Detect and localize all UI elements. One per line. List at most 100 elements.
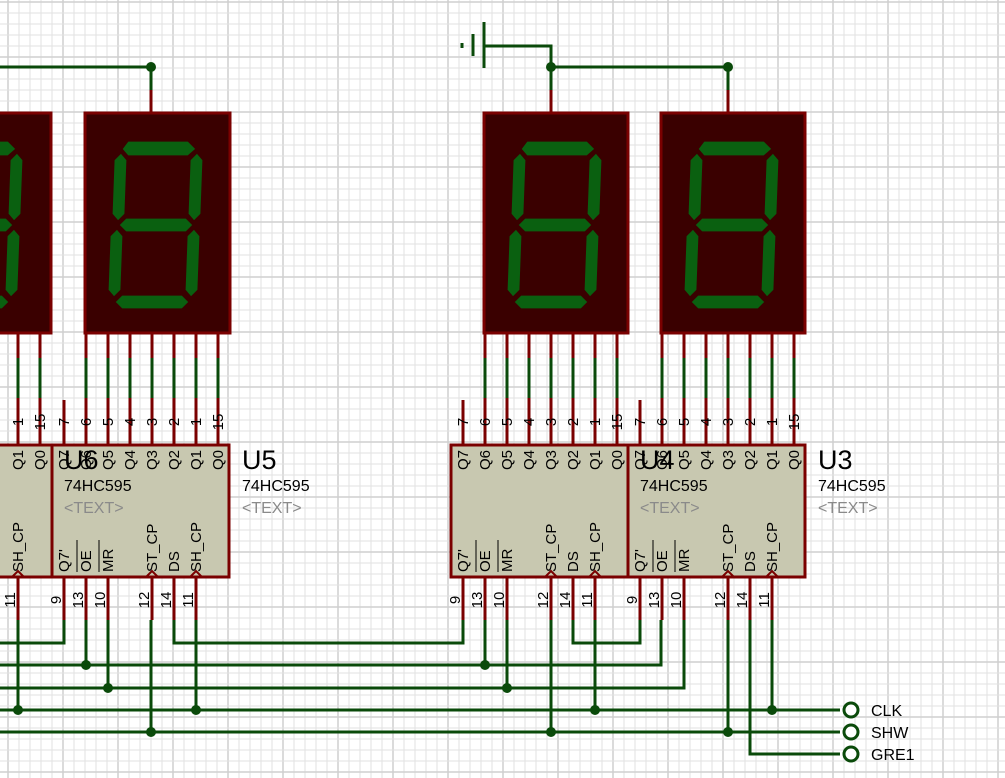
pin-name: Q0 xyxy=(786,450,803,470)
segment-c xyxy=(184,228,201,298)
junction-dot xyxy=(546,62,556,72)
junction-dot xyxy=(103,683,113,693)
pin-number: 13 xyxy=(646,592,663,609)
terminal-circle-icon[interactable] xyxy=(842,701,860,719)
pin-number: 10 xyxy=(92,592,109,609)
junction-dot xyxy=(767,705,777,715)
terminal-circle-icon[interactable] xyxy=(842,745,860,763)
junction-dot xyxy=(191,705,201,715)
pin-number: 14 xyxy=(158,592,175,609)
segment-a xyxy=(121,140,197,157)
clock-edge-icon xyxy=(145,569,159,578)
pin-name: Q3 xyxy=(720,450,737,470)
chip-body xyxy=(449,443,630,579)
pin-name: DS xyxy=(565,551,582,572)
pin-name: Q1 xyxy=(188,450,205,470)
pin-name: SH_CP xyxy=(188,522,205,572)
pin-name: MR xyxy=(100,549,117,572)
chip-part: 74HC595 xyxy=(818,478,886,495)
pin-name: Q6 xyxy=(78,450,95,470)
pin-number: 3 xyxy=(144,418,161,426)
pin-name: ST_CP xyxy=(543,524,560,572)
pin-name: Q5 xyxy=(499,450,516,470)
pin-name: SH_CP xyxy=(587,522,604,572)
pin-number: 9 xyxy=(447,596,464,604)
pin-number: 10 xyxy=(668,592,685,609)
pin-number: 1 xyxy=(764,418,781,426)
chip-body xyxy=(50,443,231,579)
pin-name: Q1 xyxy=(10,450,27,470)
pin-name: Q7' xyxy=(56,549,73,572)
pin-name: ST_CP xyxy=(144,524,161,572)
junction-dot xyxy=(81,660,91,670)
pin-number: 1 xyxy=(188,418,205,426)
pin-number: 4 xyxy=(122,418,139,426)
pin-number: 14 xyxy=(557,592,574,609)
pin-number: 5 xyxy=(100,418,117,426)
segment-a xyxy=(0,140,17,157)
pin-name: Q4 xyxy=(698,450,715,470)
pin-number: 15 xyxy=(210,414,227,431)
junction-dot xyxy=(146,727,156,737)
segment-c xyxy=(583,228,600,298)
terminal-shw[interactable]: SHW xyxy=(842,723,909,742)
pin-number: 5 xyxy=(676,418,693,426)
pin-number: 11 xyxy=(756,592,773,608)
seven-segment-display xyxy=(83,90,232,445)
pin-name: Q6 xyxy=(477,450,494,470)
pin-name: OE xyxy=(477,550,494,572)
pin-name: ST_CP xyxy=(720,524,737,572)
seven-segment-display xyxy=(482,90,630,445)
pin-number: 6 xyxy=(78,418,95,426)
terminal-label: GRE1 xyxy=(871,747,915,764)
pin-number: 7 xyxy=(632,418,649,426)
clock-edge-icon xyxy=(765,569,779,578)
segment-d xyxy=(690,294,766,310)
pin-name: Q1 xyxy=(587,450,604,470)
pin-name: Q3 xyxy=(144,450,161,470)
junction-dot xyxy=(13,705,23,715)
segment-c xyxy=(4,228,21,298)
pin-name: Q0 xyxy=(210,450,227,470)
wire-gre1 xyxy=(748,620,840,756)
pin-number: 1 xyxy=(10,418,27,426)
pin-number: 15 xyxy=(32,414,49,431)
terminal-clk[interactable]: CLK xyxy=(842,701,902,720)
wire-u5-ds-to-u4-q7 xyxy=(172,620,465,645)
segment-d xyxy=(114,294,190,310)
pin-name: MR xyxy=(499,549,516,572)
chip-part: 74HC595 xyxy=(64,478,132,495)
pin-name: Q1 xyxy=(764,450,781,470)
pin-name: SH_CP xyxy=(10,522,27,572)
terminal-gre1[interactable]: GRE1 xyxy=(842,745,915,764)
pin-number: 9 xyxy=(624,596,641,604)
pin-number: 7 xyxy=(56,418,73,426)
wire-oe-bus xyxy=(0,620,663,667)
segment-b xyxy=(763,152,780,222)
pin-number: 6 xyxy=(654,418,671,426)
pin-name: Q2 xyxy=(166,450,183,470)
terminal-circle-icon[interactable] xyxy=(842,723,860,741)
junction-dot xyxy=(723,62,733,72)
junction-dot xyxy=(480,660,490,670)
segment-c xyxy=(760,228,777,298)
chip-ref: U5 xyxy=(242,445,277,475)
clock-edge-icon xyxy=(721,569,735,578)
wire-u4-ds-to-u3-q7 xyxy=(571,620,642,645)
pin-number: 4 xyxy=(521,418,538,426)
clock-edge-icon xyxy=(189,569,203,578)
pin-number: 15 xyxy=(786,414,803,431)
terminal-label: CLK xyxy=(871,703,902,720)
pin-number: 10 xyxy=(491,592,508,609)
pin-number: 3 xyxy=(720,418,737,426)
wire-u6-q7 xyxy=(0,620,66,645)
displays xyxy=(0,90,807,445)
pin-name: Q7' xyxy=(455,549,472,572)
pin-name: DS xyxy=(742,551,759,572)
